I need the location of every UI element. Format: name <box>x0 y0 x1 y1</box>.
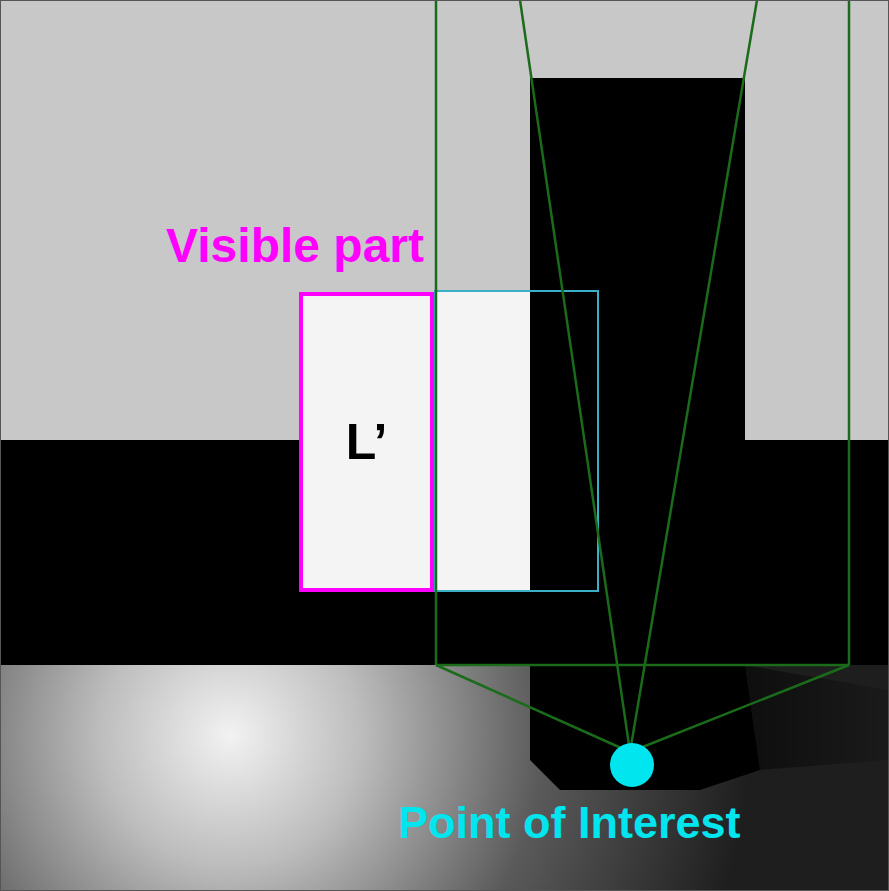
floor <box>0 665 889 891</box>
part-name: L’ <box>346 417 388 467</box>
frustum-edge <box>436 664 849 667</box>
frustum-edge <box>436 665 630 752</box>
pillar-shadow <box>530 665 760 790</box>
pillar <box>530 78 745 678</box>
light-box <box>435 291 598 591</box>
view-frustum <box>436 0 849 752</box>
part-heading: Visible part <box>166 222 424 270</box>
point-of-interest-dot <box>610 743 654 787</box>
point-label: Point of Interest <box>398 800 741 845</box>
floor-shadow <box>745 665 889 770</box>
frustum-edge <box>630 0 757 752</box>
light-surface <box>436 291 530 591</box>
frustum-edge <box>848 0 851 665</box>
frustum-edge <box>435 0 438 665</box>
frustum-edge <box>630 665 849 752</box>
visible-part-box: Visible partL’ <box>299 292 434 592</box>
frustum-edge <box>520 0 630 752</box>
